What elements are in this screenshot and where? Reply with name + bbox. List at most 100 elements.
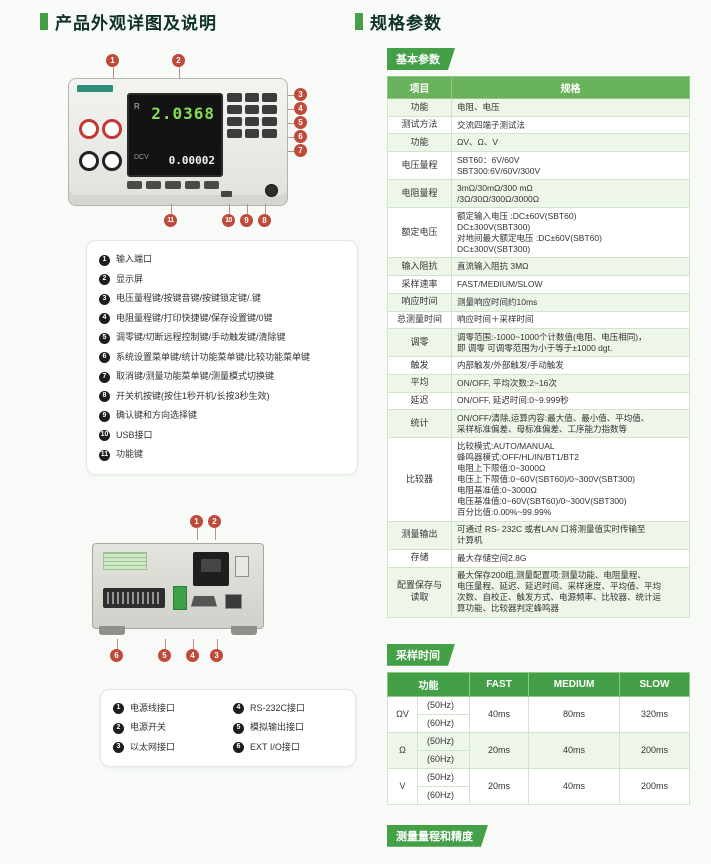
sampling-row: (60Hz)	[388, 785, 690, 805]
rear-callout-5: 5	[158, 638, 171, 662]
rear-callout-4: 4	[186, 638, 199, 662]
rear-panel-device	[92, 542, 264, 635]
spec-value-line: ΩV、Ω、V	[457, 137, 499, 148]
function-key	[203, 181, 220, 189]
spec-item-cell: 调零	[387, 328, 452, 358]
spec-value-line: 比较模式:AUTO/MANUAL	[457, 440, 555, 451]
front-callout-3: 3	[287, 88, 307, 101]
rear-callout-2: 2	[208, 514, 221, 540]
spec-value-line: 电压量程、延迟、延迟时间、采样速度、平均值、平均	[457, 581, 662, 592]
legend-label: 电源开关	[130, 722, 167, 732]
input-terminal-black	[79, 151, 99, 171]
sampling-frequency-cell: (50Hz)	[417, 731, 470, 751]
spec-value-line: 电压基准值:0~60V(SBT60)/0~300V(SBT300)	[457, 496, 627, 507]
spec-item-cell: 额定电压	[387, 207, 452, 259]
front-callout-10: 10	[222, 204, 235, 227]
spec-value-cell: 3mΩ/30mΩ/300 mΩ/3Ω/30Ω/300Ω/3000Ω	[451, 179, 690, 209]
sampling-fast-value: 20ms	[468, 767, 530, 805]
legend-number-badge: 4	[99, 313, 110, 324]
spec-value-line: 可通过 RS- 232C 或者LAN 口将测量值实时传输至	[457, 524, 646, 535]
spec-row: 存储最大存储空间2.8G	[387, 548, 690, 568]
front-callout-8: 8	[258, 204, 271, 227]
keypad-button	[227, 105, 242, 114]
display-sub-value: 0.00002	[168, 154, 215, 167]
legend-label: 调零键/切断远程控制键/手动触发键/清除键	[116, 332, 286, 342]
input-terminal-black	[102, 151, 122, 171]
spec-value-line: DC±300V(SBT300)	[457, 221, 531, 232]
spec-value-line: 交流四端子测试法	[457, 119, 526, 130]
sampling-header-fast: FAST	[468, 671, 530, 697]
front-panel-device: R 2.0368 DCV 0.00002	[68, 78, 288, 206]
front-panel-figure: R 2.0368 DCV 0.00002 1 2 3 4 5 6 7 11 10…	[40, 48, 345, 240]
power-button	[265, 184, 278, 197]
sampling-slow-value: 200ms	[618, 767, 691, 805]
legend-number-badge: 11	[99, 449, 110, 461]
sampling-medium-value: 80ms	[528, 695, 620, 733]
legend-label: 模拟输出接口	[250, 722, 305, 732]
spec-value-line: 采样标准偏差、母标准偏差、工序能力指数等	[457, 423, 628, 434]
spec-value-line: DC±300V(SBT300)	[457, 243, 531, 254]
legend-number-badge: 1	[99, 254, 110, 266]
spec-row: 测试方法交流四端子测试法	[387, 115, 690, 135]
sampling-frequency-cell: (60Hz)	[417, 713, 470, 733]
spec-value-line: 响应时间＋采样时间	[457, 314, 534, 325]
rear-callout-3: 3	[210, 638, 223, 662]
display-screen: R 2.0368 DCV 0.00002	[127, 93, 223, 177]
analog-output-connector	[173, 585, 187, 610]
legend-label: 以太网接口	[130, 741, 176, 752]
connector-pins	[107, 591, 161, 604]
spec-item-cell: 采样速率	[387, 275, 452, 294]
spec-value-cell: 响应时间＋采样时间	[451, 310, 690, 330]
spec-value-line: 蜂鸣器模式:OFF/HL/IN/BT1/BT2	[457, 451, 579, 462]
sampling-header-medium: MEDIUM	[528, 671, 620, 697]
sampling-function-cell: ΩV	[387, 695, 418, 733]
spec-header-value: 规格	[451, 76, 690, 99]
spec-value-line: ON/OFF/清除,运算内容:最大值、最小值、平均值、	[457, 412, 650, 423]
spec-value-line: 最大保存200组,测量配置项:测量功能、电阻量程、	[457, 570, 646, 581]
spec-value-cell: 电阻、电压	[451, 98, 690, 117]
spec-value-line: 算功能、比较器判定蜂鸣器	[457, 603, 560, 614]
sampling-row: (60Hz)	[388, 749, 690, 769]
spec-value-line: 调零范围:-1000~1000个计数值(电阻、电压相同)，	[457, 331, 647, 342]
accuracy-tag: 测量量程和精度	[387, 825, 488, 847]
sampling-fast-value: 40ms	[468, 695, 530, 733]
spec-value-cell: 最大保存200组,测量配置项:测量功能、电阻量程、电压量程、延迟、延迟时间、采样…	[451, 566, 690, 618]
front-callout-1: 1	[106, 54, 119, 79]
legend-number-badge: 6	[233, 742, 244, 753]
legend-label: 电压量程键/按键音键/按键锁定键/.键	[116, 293, 262, 303]
spec-row: 额定电压额定输入电压 :DC±60V(SBT60)DC±300V(SBT300)…	[387, 207, 690, 259]
spec-row: 响应时间测量响应时间约10ms	[387, 292, 690, 312]
right-section-header: 规格参数	[355, 10, 700, 33]
spec-value-cell: 内部触发/外部触发/手动触发	[451, 356, 690, 375]
legend-number-badge: 5	[99, 332, 110, 344]
legend-number-badge: 8	[99, 391, 110, 402]
sampling-time-tag: 采样时间	[387, 644, 455, 666]
function-key-row	[127, 181, 220, 189]
spec-value-cell: 直流输入阻抗 3MΩ	[451, 257, 690, 277]
spec-item-cell: 测量输出	[387, 520, 452, 550]
keypad-button	[262, 117, 277, 126]
legend-label: 系统设置菜单键/统计功能菜单键/比较功能菜单键	[116, 351, 311, 362]
legend-item: 5 调零键/切断远程控制键/手动触发键/清除键	[99, 328, 345, 348]
spec-header-item: 项目	[387, 76, 452, 99]
sampling-medium-value: 40ms	[528, 767, 620, 805]
right-section-title: 规格参数	[370, 13, 442, 33]
legend-label: USB接口	[116, 429, 153, 440]
rear-callout-6: 6	[110, 638, 123, 662]
rs232-connector	[191, 595, 217, 607]
left-column: 产品外观详图及说明 R 2.0368 DCV 0.00002	[40, 10, 358, 767]
keypad-button	[244, 93, 260, 102]
spec-row: 测量输出可通过 RS- 232C 或者LAN 口将测量值实时传输至计算机	[387, 520, 690, 550]
spec-value-line: 次数、自校正、触发方式、电源频率、比较器、统计运	[457, 592, 662, 603]
